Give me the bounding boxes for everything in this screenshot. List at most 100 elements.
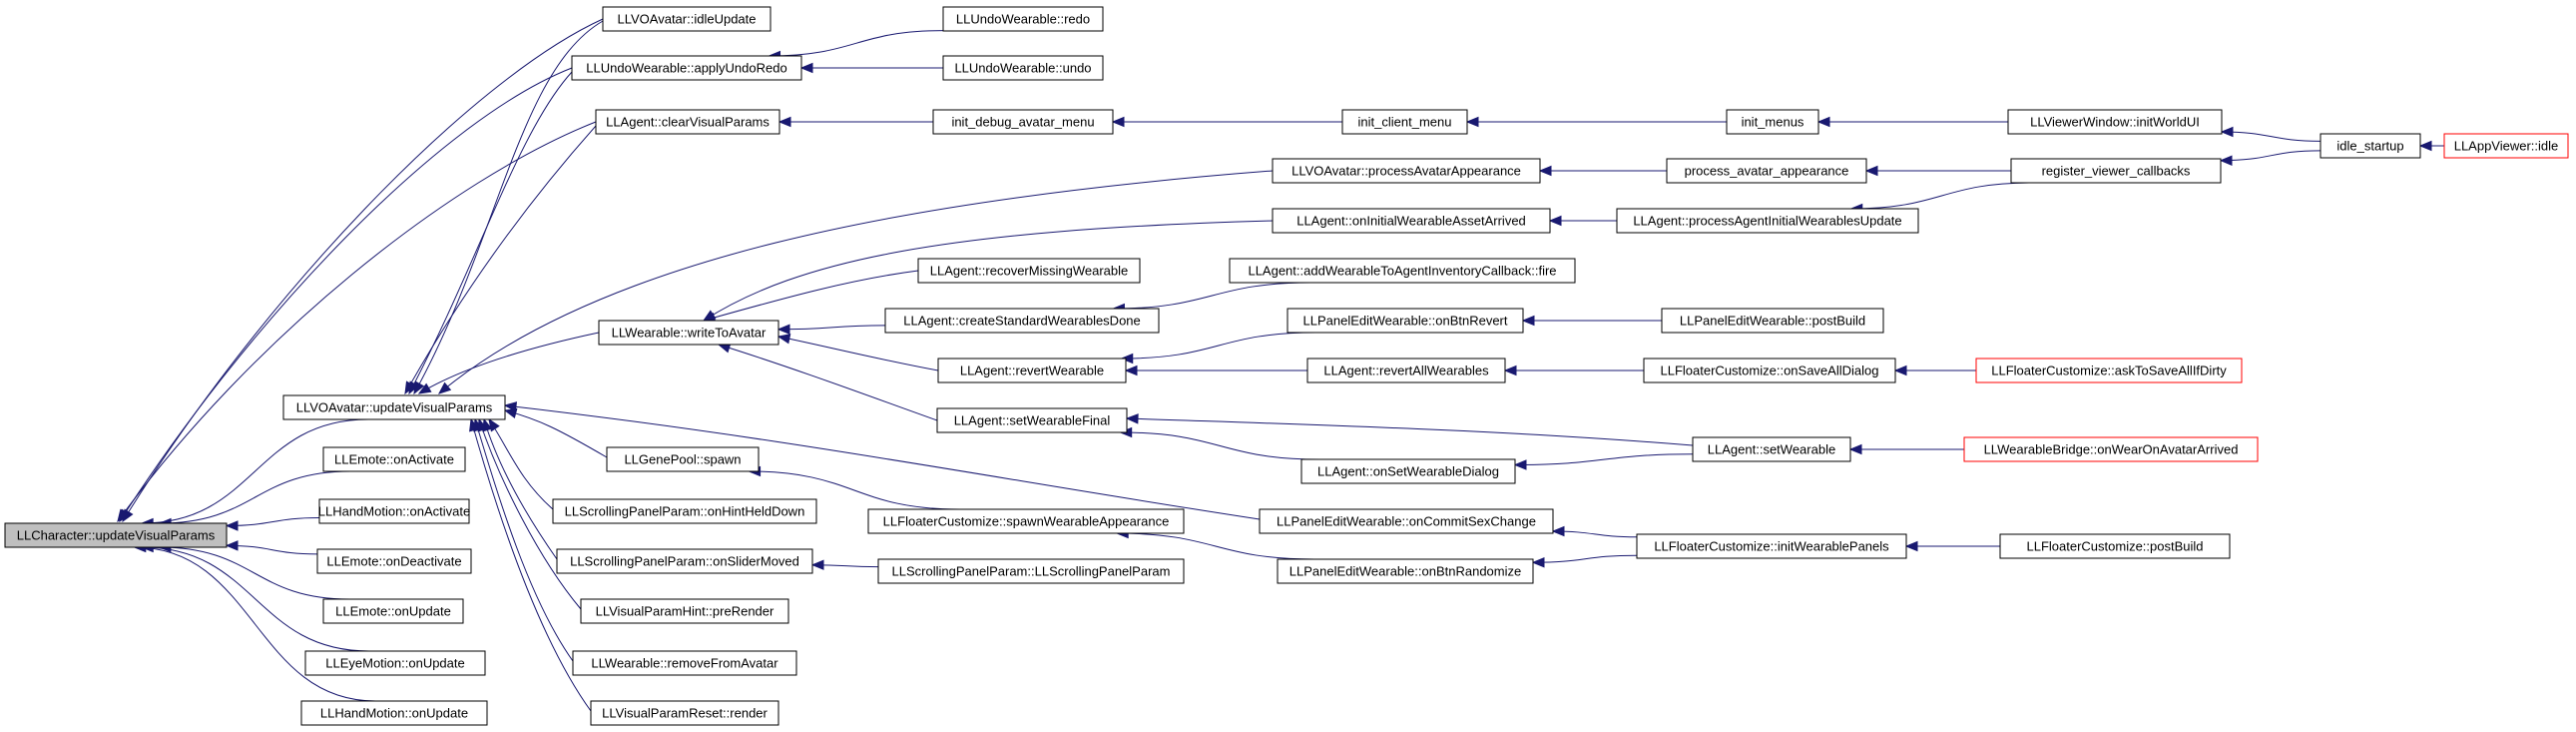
node-label: LLFloaterCustomize::spawnWearableAppeara… <box>883 514 1170 529</box>
node-llundowearable-applyundoredo[interactable]: LLUndoWearable::applyUndoRedo <box>571 55 802 81</box>
node-llviewerwindow-initworldui[interactable]: LLViewerWindow::initWorldUI <box>2007 109 2223 135</box>
node-init-debug-avatar-menu[interactable]: init_debug_avatar_menu <box>932 109 1114 135</box>
node-llwearablebridge-onwearonavatararrived[interactable]: LLWearableBridge::onWearOnAvatarArrived <box>1963 436 2259 462</box>
node-process-avatar-appearance[interactable]: process_avatar_appearance <box>1666 158 1867 184</box>
edge-line <box>408 71 573 394</box>
edge-line <box>769 30 944 57</box>
node-llcharacter-updatevisualparams: LLCharacter::updateVisualParams <box>4 522 228 548</box>
edge-arrowhead <box>1904 540 1918 552</box>
node-init-menus[interactable]: init_menus <box>1726 109 1819 135</box>
node-llscrollingpanelparam-onslidermoved[interactable]: LLScrollingPanelParam::onSliderMoved <box>556 548 813 574</box>
edge-arrowhead <box>776 324 790 336</box>
node-llhandmotion-onactivate[interactable]: LLHandMotion::onActivate <box>318 498 470 524</box>
node-label: LLAgent::setWearable <box>1708 442 1835 457</box>
node-init-client-menu[interactable]: init_client_menu <box>1341 109 1468 135</box>
node-llvisualparamreset-render[interactable]: LLVisualParamReset::render <box>590 700 779 726</box>
node-box <box>1999 533 2231 559</box>
node-llpaneleditwearable-onbtnrevert[interactable]: LLPanelEditWearable::onBtnRevert <box>1287 308 1524 334</box>
edge-agent_setwear-to-agent_oswd <box>1513 453 1694 470</box>
edge-line <box>438 170 1274 394</box>
node-label: LLVisualParamReset::render <box>602 706 768 721</box>
node-llagent-setwearable[interactable]: LLAgent::setWearable <box>1692 436 1851 462</box>
node-llagent-onsetwearabledialog[interactable]: LLAgent::onSetWearableDialog <box>1300 458 1516 484</box>
node-llemote-ondeactivate[interactable]: LLEmote::onDeactivate <box>316 548 472 574</box>
edge-line <box>1117 532 1314 560</box>
node-label: LLAgent::recoverMissingWearable <box>930 264 1128 279</box>
node-label: LLCharacter::updateVisualParams <box>17 528 216 543</box>
node-label: LLHandMotion::onUpdate <box>320 706 468 721</box>
node-llscrollingpanelparam-onhinthelddown[interactable]: LLScrollingPanelParam::onHintHeldDown <box>552 498 817 524</box>
node-llagent-revertallwearables[interactable]: LLAgent::revertAllWearables <box>1306 358 1506 383</box>
node-llemote-onactivate[interactable]: LLEmote::onActivate <box>322 446 466 472</box>
node-box <box>884 308 1160 334</box>
node-llundowearable-redo[interactable]: LLUndoWearable::redo <box>942 6 1104 32</box>
node-register-viewer-callbacks[interactable]: register_viewer_callbacks <box>2010 158 2222 184</box>
node-llagent-oninitialwearableassetarrived[interactable]: LLAgent::onInitialWearableAssetArrived <box>1272 208 1551 234</box>
node-llhandmotion-onupdate[interactable]: LLHandMotion::onUpdate <box>300 700 488 726</box>
edge-emote_deact-to-root <box>225 540 318 555</box>
node-llagent-addwearabletoagentinventorycallback-fire[interactable]: LLAgent::addWearableToAgentInventoryCall… <box>1229 258 1576 284</box>
node-label: register_viewer_callbacks <box>2042 164 2191 179</box>
edge-hand_act-to-root <box>225 516 320 531</box>
node-llfloatercustomize-postbuild[interactable]: LLFloaterCustomize::postBuild <box>1999 533 2231 559</box>
node-box <box>942 6 1104 32</box>
node-box <box>2319 133 2421 159</box>
node-label: LLVisualParamHint::preRender <box>596 604 774 619</box>
node-llpaneleditwearable-oncommitsexchange[interactable]: LLPanelEditWearable::onCommitSexChange <box>1259 508 1554 534</box>
edge-agent_swf-to-wear_write <box>717 343 938 421</box>
node-llagent-processagentinitialwearablesupdate[interactable]: LLAgent::processAgentInitialWearablesUpd… <box>1616 208 1919 234</box>
node-llvoavatar-processavatarappearance[interactable]: LLVOAvatar::processAvatarAppearance <box>1272 158 1541 184</box>
node-llagent-createstandardwearablesdone[interactable]: LLAgent::createStandardWearablesDone <box>884 308 1160 334</box>
node-box <box>937 358 1127 383</box>
edge-line <box>413 20 604 394</box>
edge-pew_revert-to-agent_revert <box>1120 332 1316 365</box>
node-label: LLEmote::onUpdate <box>335 604 451 619</box>
node-llemote-onupdate[interactable]: LLEmote::onUpdate <box>322 598 464 624</box>
node-llagent-revertwearable[interactable]: LLAgent::revertWearable <box>937 358 1127 383</box>
node-llfloatercustomize-initwearablepanels[interactable]: LLFloaterCustomize::initWearablePanels <box>1636 533 1907 559</box>
node-llfloatercustomize-onsavealldialog[interactable]: LLFloaterCustomize::onSaveAllDialog <box>1643 358 1896 383</box>
node-llagent-setwearablefinal[interactable]: LLAgent::setWearableFinal <box>936 407 1128 433</box>
node-llpaneleditwearable-onbtnrandomize[interactable]: LLPanelEditWearable::onBtnRandomize <box>1277 558 1534 584</box>
node-lleyemotion-onupdate[interactable]: LLEyeMotion::onUpdate <box>304 650 486 676</box>
edge-arrowhead <box>503 407 518 419</box>
edge-vpr_render-to-vo_update <box>469 417 592 712</box>
edge-fc_ask-to-fc_saveall <box>1893 365 1977 376</box>
edge-arrowhead <box>117 508 129 523</box>
node-label: LLWearable::removeFromAvatar <box>591 656 778 671</box>
node-llvoavatar-updatevisualparams[interactable]: LLVOAvatar::updateVisualParams <box>282 394 506 420</box>
edge-arrowhead <box>1521 315 1535 327</box>
node-box <box>942 55 1104 81</box>
edge-initworld-to-menus <box>1816 116 2008 128</box>
node-box <box>2443 133 2569 159</box>
edge-line <box>483 418 558 560</box>
edge-line <box>718 344 938 421</box>
node-llagent-clearvisualparams[interactable]: LLAgent::clearVisualParams <box>595 109 780 135</box>
edge-wear_write-to-vo_update <box>417 332 600 394</box>
node-llagent-recovermissingwearable[interactable]: LLAgent::recoverMissingWearable <box>917 258 1141 284</box>
edge-line <box>159 546 350 600</box>
edge-undo_undo-to-undo_apply <box>799 62 943 74</box>
node-llgenepool-spawn[interactable]: LLGenePool::spawn <box>606 446 760 472</box>
node-llfloatercustomize-asktosaveallifdirty[interactable]: LLFloaterCustomize::askToSaveAllIfDirty <box>1975 358 2243 383</box>
node-llundowearable-undo[interactable]: LLUndoWearable::undo <box>942 55 1104 81</box>
node-label: LLEmote::onDeactivate <box>326 554 461 569</box>
node-box <box>1229 258 1576 284</box>
node-llfloatercustomize-spawnwearableappearance[interactable]: LLFloaterCustomize::spawnWearableAppeara… <box>867 508 1185 534</box>
node-llpaneleditwearable-postbuild[interactable]: LLPanelEditWearable::postBuild <box>1661 308 1884 334</box>
edge-arrowhead <box>417 382 432 394</box>
node-box <box>1341 109 1468 135</box>
node-llwearable-removefromavatar[interactable]: LLWearable::removeFromAvatar <box>572 650 797 676</box>
node-llappviewer-idle[interactable]: LLAppViewer::idle <box>2443 133 2569 159</box>
node-llvoavatar-idleupdate[interactable]: LLVOAvatar::idleUpdate <box>602 6 772 32</box>
edge-idle_startup-to-reg_cb <box>2219 150 2321 166</box>
node-idle-startup[interactable]: idle_startup <box>2319 133 2421 159</box>
node-llwearable-writetoavatar[interactable]: LLWearable::writeToAvatar <box>598 320 779 346</box>
edge-line <box>2221 131 2321 142</box>
node-llvisualparamhint-prerender[interactable]: LLVisualParamHint::preRender <box>580 598 789 624</box>
edge-arrowhead <box>1465 116 1479 128</box>
node-llscrollingpanelparam-llscrollingpanelparam[interactable]: LLScrollingPanelParam::LLScrollingPanelP… <box>877 558 1185 584</box>
edge-line <box>117 121 597 522</box>
edge-wb_onwear-to-agent_setwear <box>1848 443 1965 455</box>
